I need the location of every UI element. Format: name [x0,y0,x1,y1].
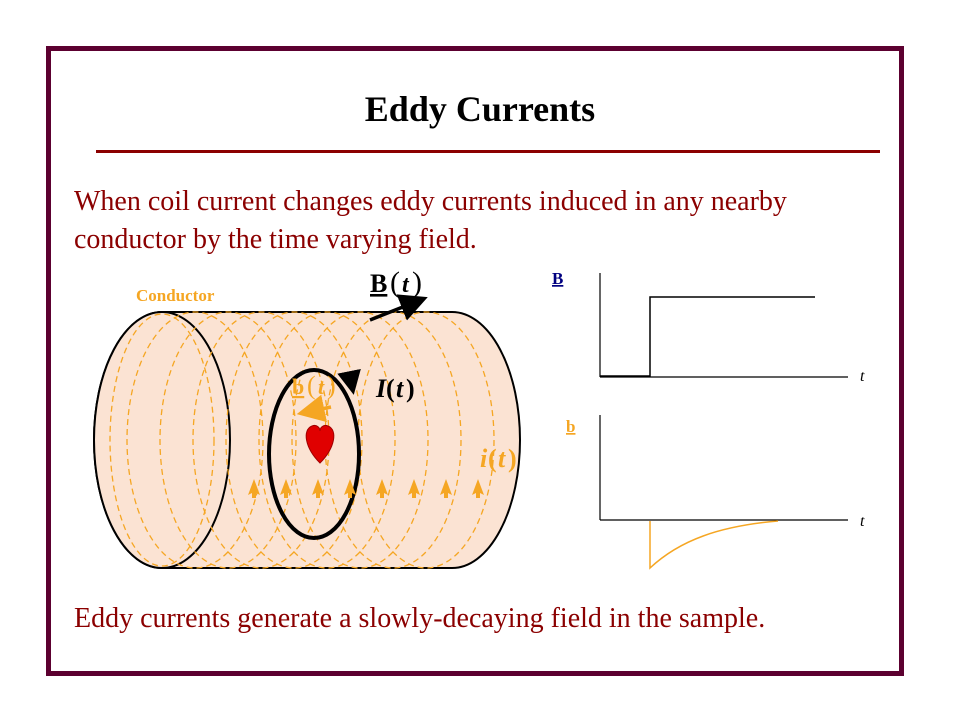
graph-B-step-curve [600,296,815,377]
eddy-current-arrows [248,479,484,498]
induced-field-arg: t [318,374,325,399]
slide-title: Eddy Currents [364,89,596,129]
eddy-current-open-paren: ( [488,444,497,473]
conductor-label: Conductor [136,286,215,305]
eddy-current-label-arg: t [498,444,506,473]
graph-b-ylabel: b [566,417,575,436]
graph-B: B t [552,269,865,385]
graph-B-ylabel: B [552,269,563,288]
field-label-open-paren: ( [390,266,400,299]
graph-B-xlabel: t [860,368,865,385]
coil-current-label-arg: t [396,374,404,403]
field-arrow [369,294,428,322]
field-label-main: B [370,269,387,298]
coil-current-arrow [337,368,361,395]
graph-b-xlabel: t [860,513,865,530]
field-label: B ( t ) [370,266,422,299]
field-label-close-paren: ) [412,266,422,299]
slide-frame [46,46,904,676]
induced-field-open-paren: ( [307,371,316,400]
title-underline [96,150,880,153]
coil-loop [267,368,361,540]
coil-current-close-paren: ) [406,374,415,403]
eddy-current-close-paren: ) [508,444,517,473]
coil-current-label: I ( t ) [375,374,415,403]
eddy-current-label-main: i [480,444,488,473]
induced-field-arrow [296,394,332,423]
graph-b: b t [566,415,865,570]
coil-current-label-main: I [375,374,387,403]
coil-current-open-paren: ( [386,374,395,403]
induced-field-label: b ( t ) [292,371,336,400]
graph-b-decay-curve [649,520,779,570]
intro-line-1: When coil current changes eddy currents … [74,186,787,217]
heart-icon [305,425,335,464]
induced-field-close-paren: ) [327,371,336,400]
induced-field-label-main: b [292,374,304,399]
field-label-arg: t [402,272,410,298]
footer-text: Eddy currents generate a slowly-decaying… [74,603,766,634]
intro-line-2: conductor by the time varying field. [74,224,477,255]
eddy-current-label: i ( t ) [480,444,517,473]
